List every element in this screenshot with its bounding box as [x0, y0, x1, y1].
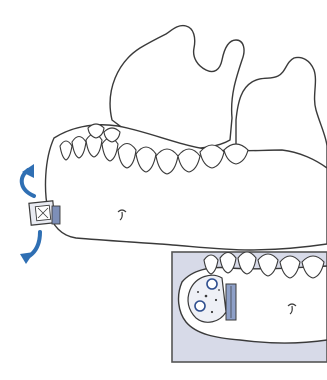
screw-icon [207, 279, 217, 289]
arrow-head-lower [20, 252, 34, 264]
detail-inset [172, 252, 327, 362]
screw-icon [195, 301, 205, 311]
